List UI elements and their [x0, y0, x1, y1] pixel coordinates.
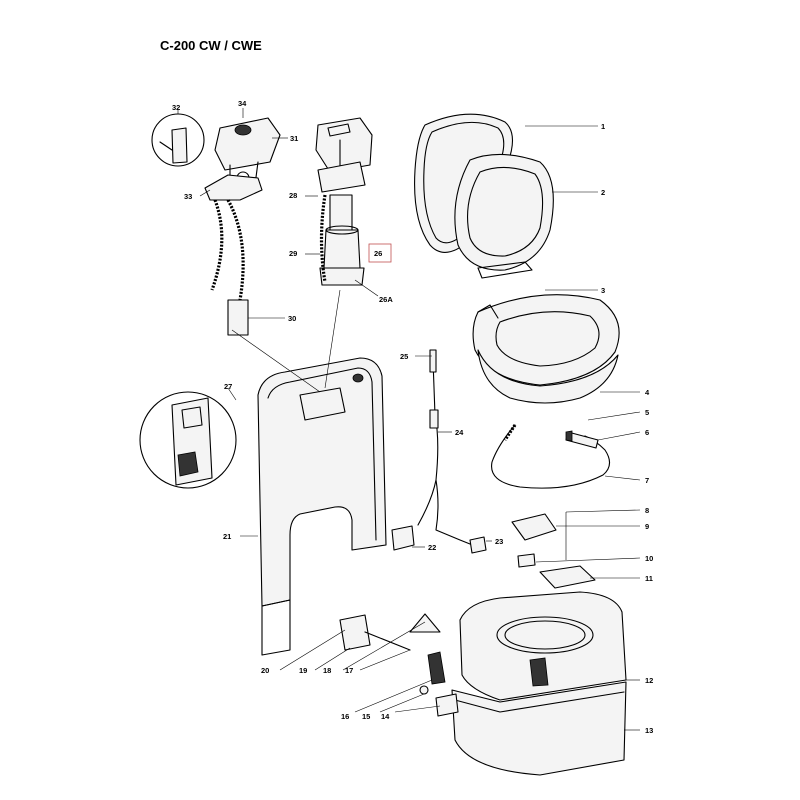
label-28: 28	[289, 191, 297, 200]
label-29: 29	[289, 249, 297, 258]
part-27-magnified-flush-button	[139, 391, 237, 489]
part-7-hose	[491, 424, 611, 489]
label-15: 15	[362, 712, 370, 721]
label-19: 19	[299, 666, 307, 675]
part-10-seal	[517, 553, 536, 568]
part-11-slide	[539, 565, 596, 589]
label-8: 8	[645, 506, 649, 515]
part-3-bowl-frame	[472, 294, 620, 386]
part-24-wiring-harness	[417, 349, 481, 549]
part-28-pump-handle	[315, 117, 373, 193]
label-3: 3	[601, 286, 605, 295]
part-4-bowl	[477, 349, 619, 404]
label-7: 7	[645, 476, 649, 485]
part-30-float-and-cable	[210, 199, 249, 336]
part-2-toilet-seat	[454, 153, 554, 279]
label-31: 31	[290, 134, 298, 143]
label-26: 26	[374, 249, 382, 258]
part-labels: 1 2 3 4 5 6 7 8 9 10 11 12 13 14 15 16 1…	[172, 99, 653, 735]
part-23-connector	[469, 536, 487, 554]
part-29-pump-cable	[319, 194, 327, 283]
label-11: 11	[645, 574, 653, 583]
label-10: 10	[645, 554, 653, 563]
label-9: 9	[645, 522, 649, 531]
part-18-triangle-handle	[409, 613, 441, 633]
label-24: 24	[455, 428, 464, 437]
part-17-rod	[364, 631, 411, 651]
part-32-magnified-detail	[151, 113, 205, 167]
part-19-valve-body	[339, 614, 371, 651]
label-20: 20	[261, 666, 269, 675]
part-16-lever	[427, 651, 446, 685]
part-14-bracket	[435, 693, 459, 717]
label-27: 27	[224, 382, 232, 391]
label-30: 30	[288, 314, 296, 323]
label-4: 4	[645, 388, 650, 397]
part-26-pump-cylinder	[319, 194, 365, 286]
label-1: 1	[601, 122, 605, 131]
part-26-highlight-box	[368, 243, 392, 263]
part-22-switch-box	[391, 525, 415, 551]
part-6-nozzle	[565, 430, 599, 449]
part-21-back-panel	[257, 357, 387, 656]
leader-lines	[177, 108, 641, 731]
label-12: 12	[645, 676, 653, 685]
label-23: 23	[495, 537, 503, 546]
label-33: 33	[184, 192, 192, 201]
part-13-tank-base	[451, 681, 627, 776]
label-16: 16	[341, 712, 349, 721]
label-6: 6	[645, 428, 649, 437]
part-9-valve-plate	[511, 513, 557, 541]
label-18: 18	[323, 666, 331, 675]
label-26a: 26A	[379, 295, 393, 304]
label-34: 34	[238, 99, 247, 108]
label-5: 5	[645, 408, 649, 417]
diagram-title: C-200 CW / CWE	[160, 38, 262, 53]
part-31-indicator-housing	[214, 117, 281, 186]
label-21: 21	[223, 532, 231, 541]
label-32: 32	[172, 103, 180, 112]
label-25: 25	[400, 352, 408, 361]
part-15-screw	[419, 685, 429, 695]
label-17: 17	[345, 666, 353, 675]
label-13: 13	[645, 726, 653, 735]
part-12-waste-tank	[459, 591, 627, 701]
label-14: 14	[381, 712, 390, 721]
label-2: 2	[601, 188, 605, 197]
part-33-screw	[204, 174, 263, 201]
label-22: 22	[428, 543, 436, 552]
